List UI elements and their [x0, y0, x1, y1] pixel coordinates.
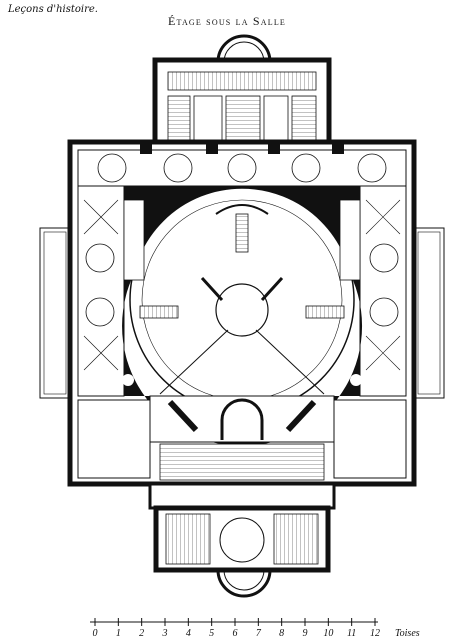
scale-tick-label: 12: [370, 628, 380, 639]
bottom-pavilion: [153, 505, 331, 573]
scale-tick-label: 4: [186, 628, 191, 639]
top-apse-inner: [223, 41, 265, 63]
scale-tick-label: 1: [116, 628, 121, 639]
rotunda-interior: [139, 199, 345, 401]
scale-tick-label: 8: [279, 628, 284, 639]
lower-front: [77, 395, 407, 481]
bottom-apse-inner: [223, 569, 265, 591]
top-apse: [216, 34, 272, 63]
scale-tick-label: 9: [303, 628, 308, 639]
bottom-apse: [216, 569, 272, 598]
scale-tick-label: 11: [347, 628, 356, 639]
scale-tick-label: 2: [139, 628, 144, 639]
scale-tick-label: 5: [209, 628, 214, 639]
scale-tick-label: 10: [323, 628, 333, 639]
header-caption: Leçons d'histoire.: [8, 4, 98, 15]
scale-tick-label: 0: [93, 628, 98, 639]
scale-tick-label: 6: [233, 628, 238, 639]
scale-tick-label: 7: [256, 628, 262, 639]
plan-title: Étage sous la Salle: [167, 14, 287, 28]
scale-tick-label: 3: [162, 628, 168, 639]
scale-unit-label: Toises: [395, 628, 420, 639]
connector: [148, 482, 336, 510]
side-terraces: [39, 227, 445, 399]
